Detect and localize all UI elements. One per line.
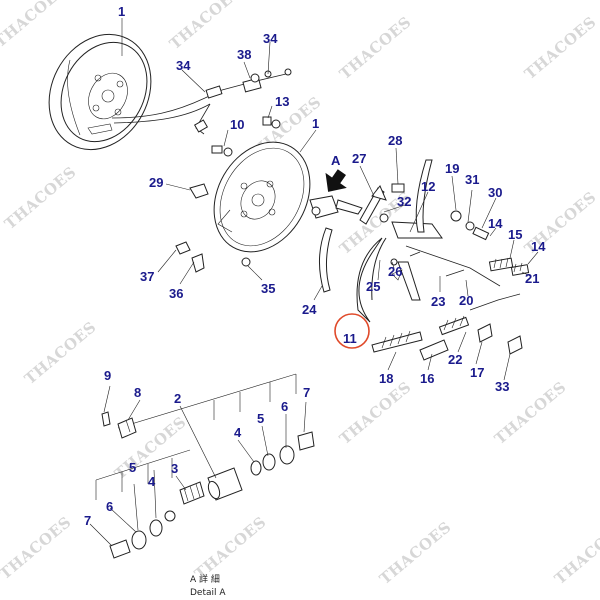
- watermark: THACOES: [0, 513, 75, 583]
- bolts-left: [175, 241, 205, 273]
- part-label-29: 29: [149, 175, 163, 190]
- part-label-14: 14: [488, 216, 503, 231]
- watermark: THACOES: [551, 518, 600, 588]
- watermark: THACOES: [166, 0, 245, 53]
- watermark: THACOES: [376, 518, 455, 588]
- detail-label-5: 5: [257, 411, 264, 426]
- part-label-32: 32: [397, 194, 411, 209]
- part-label-14: 14: [531, 239, 546, 254]
- part-label-22: 22: [448, 352, 462, 367]
- part-label-23: 23: [431, 294, 445, 309]
- watermark: THACOES: [1, 163, 80, 233]
- part-label-18: 18: [379, 371, 393, 386]
- part-labels: 1 34 38 34 13 10 1 28 A 27 29 12 19 31 3…: [84, 4, 546, 528]
- detail-label-6: 6: [281, 399, 288, 414]
- detail-a-drawing: [89, 373, 315, 559]
- detail-caption: A 詳 細 Detail A: [190, 573, 226, 598]
- part-label-35: 35: [261, 281, 275, 296]
- watermark: THACOES: [0, 0, 70, 51]
- caption-english: Detail A: [190, 588, 226, 598]
- back-plate-drawing: [48, 33, 211, 151]
- arrow-icon: [325, 169, 347, 192]
- part-label-28: 28: [388, 133, 402, 148]
- watermark: THACOES: [521, 13, 600, 83]
- part-label-1: 1: [312, 116, 319, 131]
- part-label-15: 15: [508, 227, 522, 242]
- part-label-24: 24: [302, 302, 317, 317]
- part-label-31: 31: [465, 172, 479, 187]
- brake-shoes-drawing: [318, 159, 523, 361]
- part-label-19: 19: [445, 161, 459, 176]
- detail-label-4: 4: [148, 474, 156, 489]
- detail-label-9: 9: [104, 368, 111, 383]
- detail-label-7: 7: [84, 513, 91, 528]
- watermark: THACOES: [336, 378, 415, 448]
- part-label-25: 25: [366, 279, 380, 294]
- watermark: THACOES: [21, 318, 100, 388]
- cable-drawing: [193, 68, 292, 135]
- part-label-36: 36: [169, 286, 183, 301]
- part-label-13: 13: [275, 94, 289, 109]
- detail-label-8: 8: [134, 385, 141, 400]
- part-label-20: 20: [459, 293, 473, 308]
- part-label-12: 12: [421, 179, 435, 194]
- detail-label-4: 4: [234, 425, 242, 440]
- wheel-cylinder-drawing: [309, 169, 363, 219]
- part-label-16: 16: [420, 371, 434, 386]
- part-label-21: 21: [525, 271, 539, 286]
- detail-label-3: 3: [171, 461, 178, 476]
- part-label-11: 11: [343, 331, 357, 346]
- part-label-10: 10: [230, 117, 244, 132]
- part-label-1: 1: [118, 4, 125, 19]
- highlight-circle: [334, 313, 370, 349]
- part-label-30: 30: [488, 185, 502, 200]
- detail-label-7: 7: [303, 385, 310, 400]
- detail-label-5: 5: [129, 460, 136, 475]
- part-label-38: 38: [237, 47, 251, 62]
- backing-plate-drawing: [213, 141, 311, 267]
- part-label-37: 37: [140, 269, 154, 284]
- watermark: THACOES: [191, 513, 270, 583]
- part-label-34: 34: [263, 31, 278, 46]
- part-label-27: 27: [352, 151, 366, 166]
- detail-label-6: 6: [106, 499, 113, 514]
- small-parts-right: [371, 183, 530, 276]
- caption-japanese: A 詳 細: [190, 573, 220, 585]
- part-label-34: 34: [176, 58, 191, 73]
- part-label-A: A: [331, 153, 341, 168]
- part-label-26: 26: [388, 264, 402, 279]
- part-label-33: 33: [495, 379, 509, 394]
- part-label-17: 17: [470, 365, 484, 380]
- leader-lines: [121, 18, 539, 381]
- small-parts-upper: [189, 116, 281, 199]
- detail-label-2: 2: [174, 391, 181, 406]
- watermark: THACOES: [336, 13, 415, 83]
